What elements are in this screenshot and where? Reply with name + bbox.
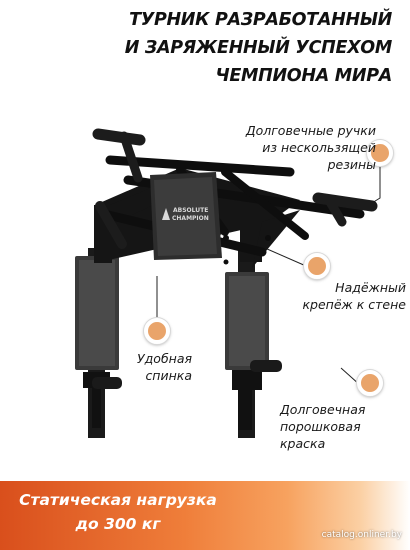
watermark: catalog.onliner.by [321,530,402,540]
feature-label-mount: Надёжный крепёж к стене [276,279,406,313]
feature-paint-line-3: краска [280,436,326,451]
promo-line-1: Статическая нагрузка [19,491,217,509]
feature-mount-line-1: Надёжный [335,280,406,295]
backrest-logo-mark [162,208,170,220]
feature-label-handles: Долговечные ручки из нескользящей резины [220,122,376,173]
promo-bar [0,481,410,550]
feature-mount-line-2: крепёж к стене [302,297,406,312]
feature-dot-mount [304,253,330,279]
feature-back-line-2: спинка [145,368,192,383]
feature-handles-line-2: из нескользящей [262,140,376,155]
right-post [225,248,282,438]
title-line-2: И ЗАРЯЖЕННЫЙ УСПЕХОМ [124,38,393,58]
feature-handles-line-1: Долговечные ручки [245,123,376,138]
feature-dot-back [144,318,170,344]
feature-handles-line-3: резины [327,157,376,172]
backrest-pad: ABSOLUTE CHAMPION [150,172,222,260]
feature-paint-line-2: порошковая [280,419,361,434]
feature-label-back: Удобная спинка [110,350,192,384]
feature-label-paint: Долговечная порошковая краска [280,401,384,452]
promo-text: Статическая нагрузка до 300 кг [8,488,228,536]
backrest-logo-line-1: ABSOLUTE [173,207,208,214]
page-title: ТУРНИК РАЗРАБОТАННЫЙ И ЗАРЯЖЕННЫЙ УСПЕХО… [52,6,393,90]
pullup-bar-illustration: ABSOLUTE CHAMPION [75,128,381,438]
feature-dot-handles [367,140,393,166]
title-line-1: ТУРНИК РАЗРАБОТАННЫЙ [129,10,392,30]
feature-paint-line-1: Долговечная [280,402,366,417]
feature-back-line-1: Удобная [137,351,192,366]
title-line-3: ЧЕМПИОНА МИРА [215,66,393,86]
promo-line-2: до 300 кг [75,515,161,533]
left-post [75,248,122,438]
backrest-logo-line-2: CHAMPION [172,215,209,222]
feature-dot-paint [357,370,383,396]
